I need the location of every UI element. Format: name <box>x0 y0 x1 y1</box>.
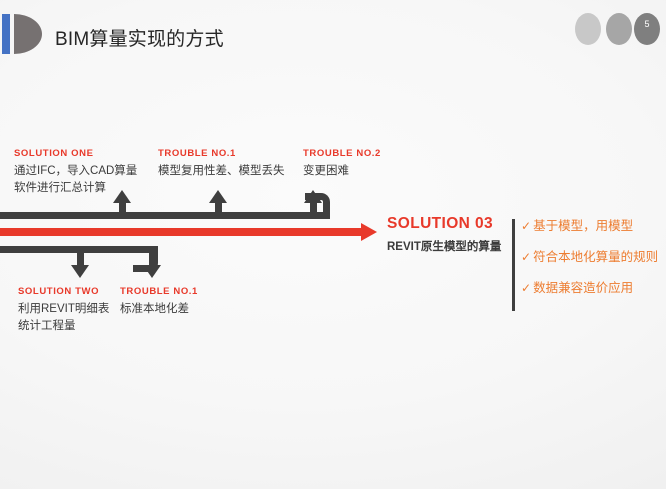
check-icon: ✓ <box>521 281 532 295</box>
checklist: ✓ 基于模型，用模型 ✓ 符合本地化算量的规则 ✓ 数据兼容造价应用 <box>521 219 666 312</box>
check-icon: ✓ <box>521 250 532 264</box>
page-number: 5 <box>644 19 650 29</box>
callout-trouble-no-1-top: TROUBLE NO.1 模型复用性差、模型丢失 <box>158 148 294 180</box>
solution-03-block: SOLUTION 03 REVIT原生模型的算量 <box>387 215 501 254</box>
callout-solution-one: SOLUTION ONE 通过IFC，导入CAD算量软件进行汇总计算 <box>14 148 146 197</box>
callout-kicker: SOLUTION ONE <box>14 148 94 159</box>
callout-body: 变更困难 <box>303 165 349 177</box>
flow-arrow-red-head-icon <box>361 223 377 241</box>
checklist-item-label: 基于模型，用模型 <box>533 219 634 233</box>
callout-kicker: TROUBLE NO.1 <box>120 286 198 297</box>
header-accent-bar <box>2 14 10 54</box>
flow-line-bottom <box>0 246 158 253</box>
header-dot-3-icon <box>634 13 660 45</box>
check-icon: ✓ <box>521 219 532 233</box>
solution-03-title: SOLUTION 03 <box>387 215 494 232</box>
checklist-item: ✓ 基于模型，用模型 <box>521 219 666 250</box>
arrow-down-solution-two-icon <box>71 252 89 278</box>
solution-03-subtitle: REVIT原生模型的算量 <box>387 241 502 253</box>
arrow-up-trouble-1-icon <box>209 190 227 214</box>
callout-kicker: TROUBLE NO.2 <box>303 148 381 159</box>
arrow-down-trouble-3-icon <box>143 252 161 278</box>
callout-body: 标准本地化差 <box>120 303 189 315</box>
checklist-item: ✓ 符合本地化算量的规则 <box>521 250 666 281</box>
callout-body: 通过IFC，导入CAD算量软件进行汇总计算 <box>14 165 138 194</box>
header-dot-1-icon <box>575 13 601 45</box>
callout-trouble-no-2: TROUBLE NO.2 变更困难 <box>303 148 423 180</box>
checklist-item-label: 数据兼容造价应用 <box>533 281 634 295</box>
callout-body: 模型复用性差、模型丢失 <box>158 165 285 177</box>
checklist-item-label: 符合本地化算量的规则 <box>533 250 659 264</box>
arrow-up-trouble-2-icon <box>304 190 322 214</box>
callout-kicker: TROUBLE NO.1 <box>158 148 236 159</box>
callout-kicker: SOLUTION TWO <box>18 286 100 297</box>
header-d-shape-icon <box>14 14 42 54</box>
arrow-up-solution-one-icon <box>113 190 131 214</box>
callout-solution-two: SOLUTION TWO 利用REVIT明细表统计工程量 <box>18 286 118 335</box>
page-title: BIM算量实现的方式 <box>55 29 224 50</box>
flow-line-red <box>0 228 368 236</box>
header-dot-2-icon <box>606 13 632 45</box>
callout-trouble-no-1-bottom: TROUBLE NO.1 标准本地化差 <box>120 286 230 318</box>
flow-line-top <box>0 212 330 219</box>
checklist-item: ✓ 数据兼容造价应用 <box>521 281 666 312</box>
callout-body: 利用REVIT明细表统计工程量 <box>18 303 110 332</box>
checklist-divider <box>512 219 515 311</box>
